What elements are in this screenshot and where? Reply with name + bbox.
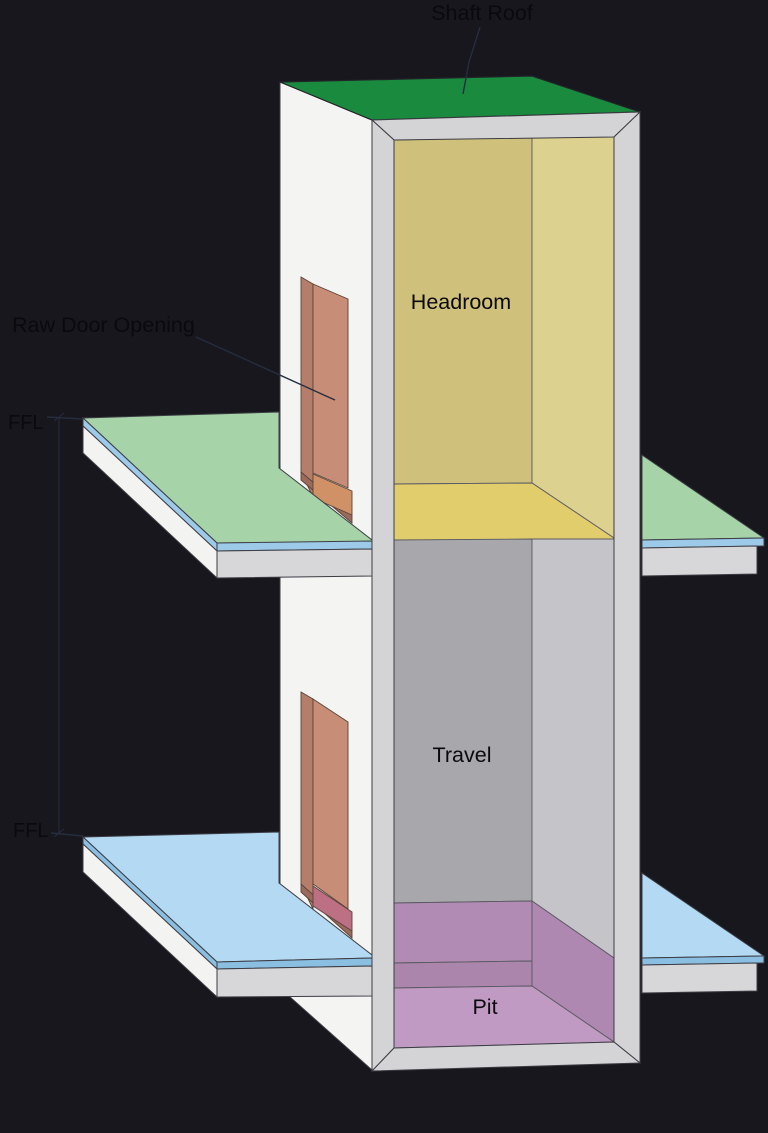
upper-floor-slab-left <box>81 411 373 580</box>
lower-slab-front-face <box>216 965 373 998</box>
ffl-upper-leader-line <box>46 416 84 420</box>
upper-slab-right-screed-edge <box>641 537 765 549</box>
upper-floor-slab-right <box>641 454 766 577</box>
lower-slab-right-front-face <box>641 962 758 994</box>
upper-door-face <box>312 283 349 489</box>
ffl-upper-label: FFL <box>8 412 44 434</box>
pit-label: Pit <box>472 995 497 1019</box>
pit-zone <box>393 900 616 1049</box>
travel-label: Travel <box>433 743 492 767</box>
upper-door-opening <box>300 276 353 524</box>
raw-door-opening-leader-line <box>195 336 336 401</box>
lower-floor-slab-right <box>641 872 766 994</box>
pit-back-band <box>393 960 533 989</box>
upper-slab-front-face <box>216 548 373 579</box>
shaft-roof-label: Shaft Roof <box>431 1 533 25</box>
shaft-frame-right <box>613 110 641 1065</box>
travel-side-panel <box>531 538 615 959</box>
ffl-lower-tick <box>53 828 65 838</box>
shaft-frame <box>370 110 642 1073</box>
pit-back-wall <box>393 900 533 964</box>
lower-floor-slab-left <box>81 831 373 999</box>
ffl-lower-label: FFL <box>13 820 49 842</box>
headroom-side-panel <box>531 134 615 539</box>
shaft-frame-bottom <box>370 1041 642 1072</box>
lower-door-face <box>312 698 349 910</box>
upper-slab-right-front-face <box>641 545 758 577</box>
shaft-frame-left <box>371 118 395 1073</box>
lower-door-jamb <box>300 691 314 910</box>
headroom-zone <box>393 134 615 542</box>
lower-slab-right-screed-edge <box>641 955 765 966</box>
lower-door-opening <box>300 691 353 940</box>
travel-zone <box>393 538 615 959</box>
travel-back-panel <box>393 538 533 904</box>
ffl-lower-leader-line <box>50 832 84 837</box>
headroom-label: Headroom <box>411 290 511 314</box>
shaft-roof-leader-line <box>462 26 481 95</box>
upper-door-sill <box>312 473 353 516</box>
lower-door-sill <box>312 885 353 932</box>
raw-door-opening-label: Raw Door Opening <box>12 313 195 337</box>
